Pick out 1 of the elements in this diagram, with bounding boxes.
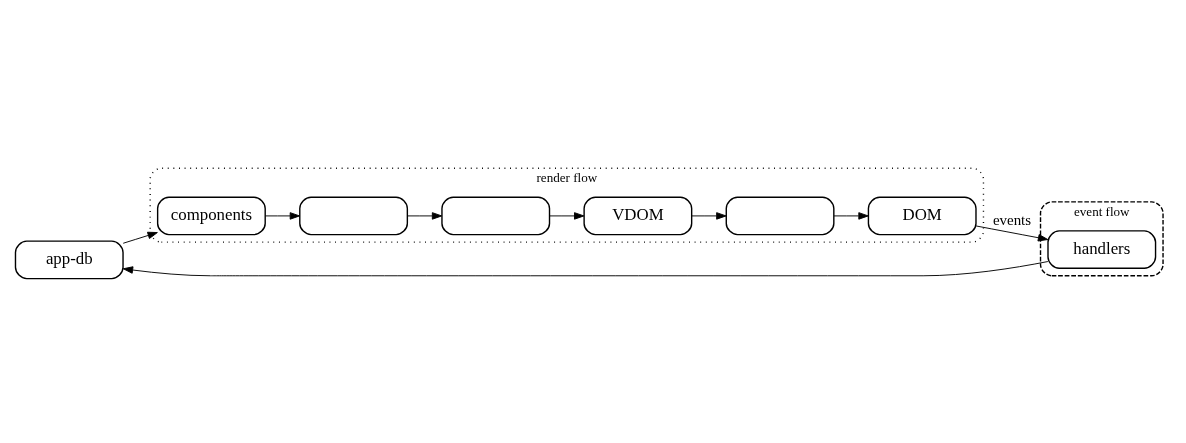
edge-label: events: [992, 211, 1032, 228]
